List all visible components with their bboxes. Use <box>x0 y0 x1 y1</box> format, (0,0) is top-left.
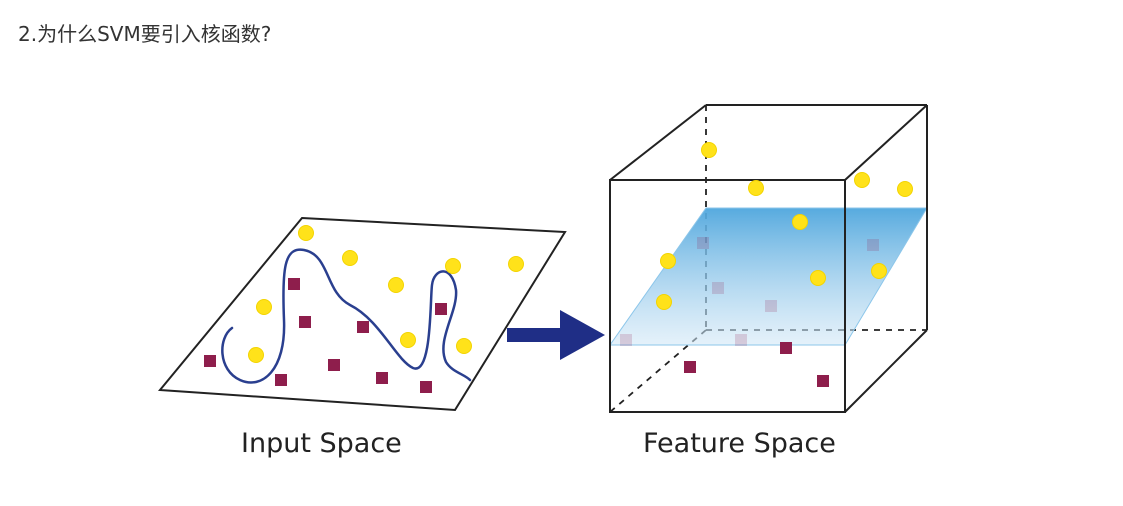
maroon-square-point <box>275 374 287 386</box>
input-space-label: Input Space <box>241 428 402 459</box>
yellow-circle-point <box>342 250 358 266</box>
cube-top-edge <box>844 104 928 181</box>
maroon-square-point <box>357 321 369 333</box>
maroon-square-point <box>204 355 216 367</box>
separating-hyperplane <box>610 208 927 345</box>
yellow-circle-point <box>256 299 272 315</box>
yellow-circle-point <box>810 270 826 286</box>
yellow-circle-point <box>445 258 461 274</box>
yellow-circle-point <box>400 332 416 348</box>
maroon-square-point <box>684 361 696 373</box>
yellow-circle-point <box>656 294 672 310</box>
faded-square-point <box>867 239 879 251</box>
arrow-head <box>560 310 605 360</box>
feature-space-label: Feature Space <box>643 428 836 459</box>
cube-top-edge <box>609 104 707 181</box>
maroon-square-point <box>817 375 829 387</box>
maroon-square-point <box>376 372 388 384</box>
faded-square-point <box>765 300 777 312</box>
yellow-circle-point <box>701 142 717 158</box>
yellow-circle-point <box>456 338 472 354</box>
yellow-circle-point <box>388 277 404 293</box>
input-space-panel <box>157 216 567 412</box>
maroon-square-point <box>299 316 311 328</box>
maroon-square-point <box>435 303 447 315</box>
faded-square-point <box>712 282 724 294</box>
mapping-arrow <box>507 310 605 360</box>
arrow-shaft <box>507 328 567 342</box>
yellow-circle-point <box>508 256 524 272</box>
yellow-circle-point <box>248 347 264 363</box>
maroon-square-point <box>780 342 792 354</box>
faded-square-point <box>735 334 747 346</box>
cube-hidden-edge <box>609 329 707 413</box>
maroon-square-point <box>328 359 340 371</box>
feature-space-panel <box>609 104 928 413</box>
yellow-circle-point <box>792 214 808 230</box>
yellow-circle-point <box>748 180 764 196</box>
yellow-circle-point <box>871 263 887 279</box>
maroon-square-point <box>288 278 300 290</box>
yellow-circle-point <box>854 172 870 188</box>
yellow-circle-point <box>660 253 676 269</box>
faded-square-point <box>620 334 632 346</box>
yellow-circle-point <box>298 225 314 241</box>
maroon-square-point <box>420 381 432 393</box>
page-title: 2.为什么SVM要引入核函数? <box>18 22 272 46</box>
cube-front-face <box>609 179 846 413</box>
faded-square-point <box>697 237 709 249</box>
nonlinear-boundary-curve <box>221 248 472 384</box>
yellow-circle-point <box>897 181 913 197</box>
cube-right-edge <box>844 329 928 413</box>
